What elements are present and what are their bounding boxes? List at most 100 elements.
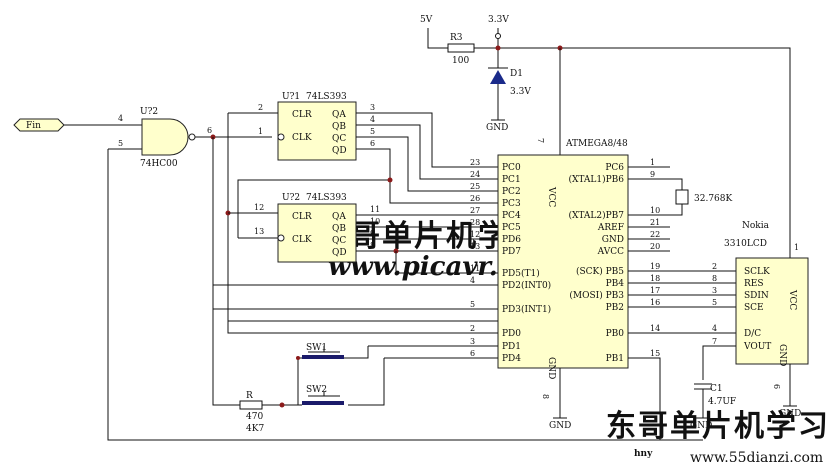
svg-text:12: 12 (254, 203, 264, 212)
lcd-body (735, 257, 809, 365)
svg-text:3: 3 (370, 103, 375, 112)
mcu-pin-number: 18 (650, 274, 660, 283)
mcu-pin-label: (XTAL2)PB7 (568, 210, 624, 221)
mcu-pin-label: PC6 (605, 163, 624, 173)
lcd-pin-label: RES (744, 279, 764, 289)
svg-text:8: 8 (541, 394, 550, 399)
r3-ref: R3 (450, 33, 463, 43)
lcd-pin-number: 5 (712, 298, 717, 307)
mcu-pin-label: PD5(T1) (502, 268, 540, 279)
mcu-pin-number: 2 (470, 324, 475, 333)
nand-gate (141, 118, 189, 156)
svg-text:QD: QD (332, 146, 347, 156)
c1-ref: C1 (710, 384, 723, 394)
lcd-vcc-label: VCC (787, 289, 797, 310)
mcu-pin-label: PB2 (606, 303, 624, 313)
mcu-pin-label: AVCC (597, 247, 624, 257)
u72b-part: 74LS393 (306, 193, 347, 203)
mcu-pin-label: PC4 (502, 211, 521, 221)
mcu-pin-label: PD7 (502, 247, 521, 257)
mcu-pin-label: PB0 (606, 329, 625, 339)
mcu-pin-label: GND (602, 235, 624, 245)
mcu-pin-label: (XTAL1)PB6 (568, 174, 624, 185)
lcd-pin-number: 2 (712, 262, 717, 271)
mcu-pin-number: 15 (650, 349, 660, 358)
mcu-pin-number: 1 (650, 158, 655, 167)
mcu-pin-number: 6 (470, 349, 475, 358)
svg-text:1: 1 (794, 243, 799, 252)
c1-gnd: GND (690, 421, 712, 431)
r-value: 470 (246, 412, 263, 422)
svg-text:4: 4 (118, 114, 123, 123)
c1-value: 4.7UF (708, 397, 736, 407)
mcu-left-pins: PC023PC124PC225PC326PC427PC528PD612PD713… (470, 158, 551, 364)
svg-text:8: 8 (370, 241, 375, 250)
mcu-left-wiring (212, 285, 498, 406)
mcu-pin-label: PD4 (502, 354, 521, 364)
mcu-pin-label: PD6 (502, 235, 521, 245)
mcu-pin-number: 19 (650, 262, 660, 271)
svg-text:1: 1 (258, 127, 263, 136)
mcu-pin-number: 22 (650, 230, 660, 239)
mcu-body (497, 154, 629, 369)
svg-text:10: 10 (370, 217, 380, 226)
svg-text:QD: QD (332, 248, 347, 258)
mcu-pin-number: 17 (650, 286, 660, 295)
power-section: 5V R3 100 3.3V D1 3.3V GND (420, 15, 791, 258)
counter-2: U?2 74LS393 CLR CLK QA QB QC QD 12 13 11… (228, 177, 498, 274)
svg-text:7: 7 (536, 138, 545, 143)
svg-text:2: 2 (258, 103, 263, 112)
counter-1: U?1 74LS393 CLR CLK QA QB QC QD 2 1 3 4 … (225, 92, 498, 334)
mcu-pin-number: 10 (650, 206, 660, 215)
lcd-gnd-label: GND (777, 344, 787, 366)
svg-text:6: 6 (772, 384, 781, 389)
svg-text:QA: QA (332, 212, 346, 222)
u72-ref: U?2 (140, 107, 158, 117)
u72b-ic-body (277, 203, 357, 263)
label-5v: 5V (420, 15, 433, 25)
mcu-gnd-label: GND (546, 357, 556, 379)
mcu-pin-label: PC5 (502, 223, 521, 233)
watermark-cn-bottom: 东哥单片机学习网 (606, 409, 828, 444)
svg-text:9: 9 (370, 229, 375, 238)
lcd-pin-number: 8 (712, 274, 717, 283)
mcu-pin-number: 12 (470, 230, 480, 239)
mcu-pin-label: PC0 (502, 163, 521, 173)
svg-text:QC: QC (332, 236, 346, 246)
u72b-ref: U?2 (282, 193, 300, 203)
mcu-pin-label: PD3(INT1) (502, 304, 551, 315)
lcd-pin-label: SCE (744, 303, 764, 313)
svg-text:5: 5 (370, 127, 375, 136)
mcu-pin-label: PB1 (606, 354, 624, 364)
mcu-pin-label: PD0 (502, 329, 521, 339)
mcu-pin-number: 3 (470, 337, 475, 346)
mcu-pin-label: PC3 (502, 199, 521, 209)
r-resistor (239, 400, 263, 410)
svg-text:QA: QA (332, 110, 346, 120)
mcu-gnd: GND (549, 421, 571, 431)
svg-text:CLK: CLK (292, 235, 312, 245)
svg-text:4: 4 (370, 115, 375, 124)
mcu-pin-number: 28 (470, 218, 480, 227)
switch-sw2: SW2 (262, 385, 344, 408)
svg-text:CLK: CLK (292, 133, 312, 143)
svg-text:QC: QC (332, 134, 346, 144)
mcu-pin-number: 26 (470, 194, 480, 203)
svg-text:13: 13 (254, 227, 264, 236)
svg-text:QB: QB (332, 122, 346, 132)
hny-label: hny (634, 449, 653, 459)
lcd-pin-number: 7 (712, 337, 717, 346)
lcd-pin-number: 4 (712, 324, 717, 333)
mcu-pin-label: PC2 (502, 187, 521, 197)
mcu-vcc-label: VCC (546, 186, 556, 207)
mcu-pin-label: AREF (597, 223, 624, 233)
mcu-pin-label: PD2(INT0) (502, 280, 551, 291)
mcu: ATMEGA8/48 7 VCC GND 8 GND PC023PC124PC2… (470, 138, 660, 431)
svg-text:5: 5 (118, 139, 123, 148)
d1-value: 3.3V (510, 87, 531, 97)
mcu-pin-number: 5 (470, 300, 475, 309)
switch-sw1: SW1 (296, 343, 348, 405)
lcd-pin-label: VOUT (743, 342, 771, 352)
sw1-label: SW1 (306, 343, 327, 353)
